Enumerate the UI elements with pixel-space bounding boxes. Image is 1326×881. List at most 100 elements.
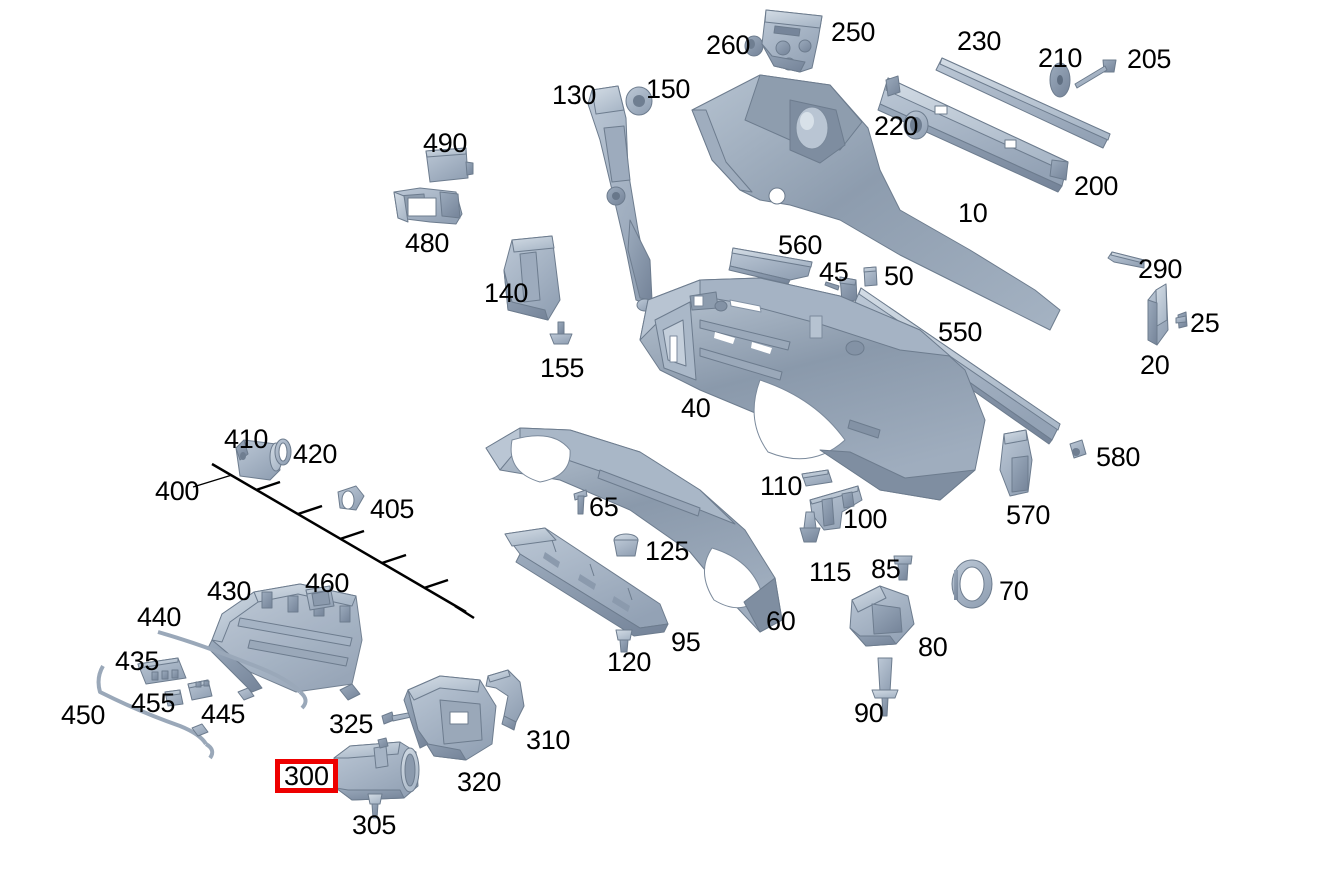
callout-80[interactable]: 80 xyxy=(918,632,948,662)
part-130 xyxy=(587,85,654,312)
callout-405[interactable]: 405 xyxy=(370,494,415,524)
part-480 xyxy=(393,187,463,225)
callout-45[interactable]: 45 xyxy=(819,257,849,287)
part-460 xyxy=(305,585,335,611)
part-230 xyxy=(935,57,1111,149)
part-440-connector xyxy=(237,687,255,701)
callout-110[interactable]: 110 xyxy=(760,471,803,501)
part-570 xyxy=(999,429,1033,497)
part-320 xyxy=(403,675,497,761)
part-450 xyxy=(96,664,215,760)
callout-120[interactable]: 120 xyxy=(607,647,652,677)
part-95 xyxy=(504,527,669,637)
callout-130[interactable]: 130 xyxy=(552,80,597,110)
callout-560[interactable]: 560 xyxy=(778,230,823,260)
callout-10[interactable]: 10 xyxy=(958,198,988,228)
callout-60[interactable]: 60 xyxy=(766,606,796,636)
callout-310[interactable]: 310 xyxy=(526,725,571,755)
callout-480[interactable]: 480 xyxy=(405,228,450,258)
callout-230[interactable]: 230 xyxy=(957,26,1002,56)
callout-200[interactable]: 200 xyxy=(1074,171,1119,201)
callout-260[interactable]: 260 xyxy=(706,30,751,60)
callout-410[interactable]: 410 xyxy=(224,424,269,454)
part-45 xyxy=(824,276,858,303)
part-10 xyxy=(691,74,1061,331)
part-85 xyxy=(893,555,913,581)
callout-305[interactable]: 305 xyxy=(352,810,397,840)
part-250 xyxy=(761,9,823,73)
part-70 xyxy=(951,559,993,609)
callout-25[interactable]: 25 xyxy=(1190,308,1220,338)
callout-580[interactable]: 580 xyxy=(1096,442,1141,472)
part-100 xyxy=(809,485,863,531)
part-50 xyxy=(863,266,878,287)
part-580 xyxy=(1069,439,1087,459)
callout-65[interactable]: 65 xyxy=(589,492,619,522)
part-155 xyxy=(549,321,573,345)
callout-400[interactable]: 400 xyxy=(155,476,200,506)
callout-435[interactable]: 435 xyxy=(115,646,160,676)
part-420 xyxy=(274,438,292,466)
callout-440[interactable]: 440 xyxy=(137,602,182,632)
part-445 xyxy=(187,679,213,701)
callout-550[interactable]: 550 xyxy=(938,317,983,347)
part-440 xyxy=(157,630,308,710)
part-310 xyxy=(485,669,525,731)
part-150 xyxy=(625,86,653,116)
part-65 xyxy=(573,489,588,515)
callout-50[interactable]: 50 xyxy=(884,261,914,291)
part-60 xyxy=(485,427,783,633)
part-120 xyxy=(615,629,633,653)
part-205 xyxy=(1074,59,1117,89)
callout-150[interactable]: 150 xyxy=(646,74,691,104)
callout-70[interactable]: 70 xyxy=(999,576,1029,606)
callout-490[interactable]: 490 xyxy=(423,128,468,158)
part-435 xyxy=(137,657,187,685)
callout-460[interactable]: 460 xyxy=(305,568,350,598)
callout-210[interactable]: 210 xyxy=(1038,43,1083,73)
callout-430[interactable]: 430 xyxy=(207,576,252,606)
dimension-line-400 xyxy=(192,462,475,620)
part-305 xyxy=(367,793,383,819)
callout-90[interactable]: 90 xyxy=(854,698,884,728)
callout-125[interactable]: 125 xyxy=(645,536,690,566)
part-410 xyxy=(235,439,283,481)
callout-420[interactable]: 420 xyxy=(293,439,338,469)
callout-455[interactable]: 455 xyxy=(131,688,176,718)
callout-85[interactable]: 85 xyxy=(871,554,901,584)
part-20 xyxy=(1147,283,1169,346)
callout-205[interactable]: 205 xyxy=(1127,44,1172,74)
callout-320[interactable]: 320 xyxy=(457,767,502,797)
callout-95[interactable]: 95 xyxy=(671,627,701,657)
callout-115[interactable]: 115 xyxy=(809,557,852,587)
callout-300-highlighted[interactable]: 300 xyxy=(275,759,338,793)
callout-325[interactable]: 325 xyxy=(329,709,374,739)
callout-450[interactable]: 450 xyxy=(61,700,106,730)
part-405 xyxy=(337,485,365,511)
part-90 xyxy=(871,657,899,717)
callout-445[interactable]: 445 xyxy=(201,699,246,729)
part-455 xyxy=(164,689,184,707)
part-290 xyxy=(1107,251,1145,269)
part-220 xyxy=(903,110,929,140)
callout-155[interactable]: 155 xyxy=(540,353,585,383)
callout-40[interactable]: 40 xyxy=(681,393,711,423)
part-80 xyxy=(849,585,915,647)
callout-20[interactable]: 20 xyxy=(1140,350,1170,380)
part-560 xyxy=(728,247,813,285)
callout-100[interactable]: 100 xyxy=(843,504,888,534)
part-490 xyxy=(425,147,474,183)
part-210 xyxy=(1049,62,1071,98)
part-40 xyxy=(639,277,986,501)
part-115 xyxy=(799,511,821,543)
callout-570[interactable]: 570 xyxy=(1006,500,1051,530)
part-25 xyxy=(1175,311,1188,329)
part-300 xyxy=(333,737,420,801)
part-140 xyxy=(503,235,561,321)
callout-290[interactable]: 290 xyxy=(1138,254,1183,284)
callout-250[interactable]: 250 xyxy=(831,17,876,47)
callout-220[interactable]: 220 xyxy=(874,111,919,141)
callout-140[interactable]: 140 xyxy=(484,278,529,308)
